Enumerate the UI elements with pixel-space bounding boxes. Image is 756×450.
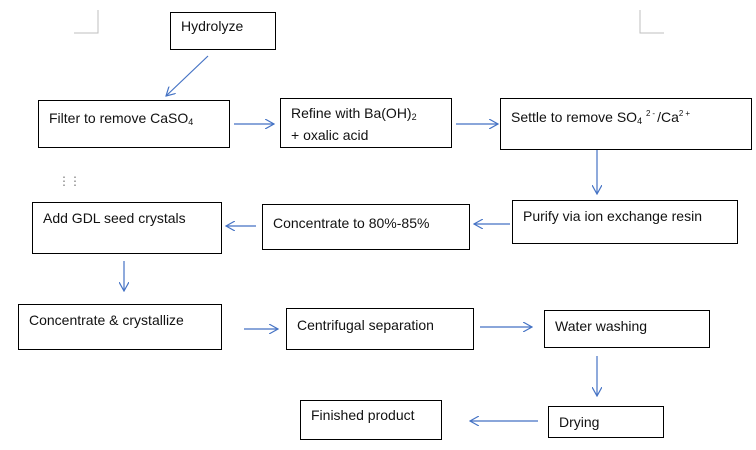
arrow-hydrolyze-to-filter xyxy=(166,55,209,96)
node-settle-label: Settle to remove SO xyxy=(511,109,638,125)
node-filter-label: Filter to remove CaSO xyxy=(49,110,189,126)
node-purify-label: Purify via ion exchange resin xyxy=(523,208,702,224)
node-hydrolyze: Hydrolyze xyxy=(170,12,276,50)
node-refine-subscript: 2 xyxy=(411,112,417,122)
node-centrifugal-separation: Centrifugal separation xyxy=(286,308,474,350)
node-water-washing-label: Water washing xyxy=(555,318,648,334)
node-filter-subscript: 4 xyxy=(188,117,194,127)
node-purify: Purify via ion exchange resin xyxy=(512,200,738,244)
node-drying: Drying xyxy=(548,406,664,438)
node-refine-line1: Refine with Ba(OH) xyxy=(291,105,412,121)
node-centrifugal-separation-label: Centrifugal separation xyxy=(297,317,434,333)
node-drying-label: Drying xyxy=(559,414,600,430)
node-filter: Filter to remove CaSO4 xyxy=(38,100,230,148)
node-concentrate-80-85: Concentrate to 80%-85% xyxy=(262,204,470,250)
node-refine: Refine with Ba(OH)2 + oxalic acid xyxy=(280,98,452,148)
node-settle-mid: /Ca xyxy=(657,109,679,125)
node-concentrate-80-85-label: Concentrate to 80%-85% xyxy=(273,215,430,231)
node-settle-subscript: 4 xyxy=(637,116,643,126)
node-add-gdl-seed: Add GDL seed crystals xyxy=(32,202,222,254)
node-finished-product-label: Finished product xyxy=(311,407,415,423)
node-settle-sup2: 2+ xyxy=(678,109,693,118)
node-settle-sup1: 2- xyxy=(645,109,658,118)
node-hydrolyze-label: Hydrolyze xyxy=(181,18,244,34)
node-settle: Settle to remove SO4 2-/Ca2+ xyxy=(500,98,752,150)
node-add-gdl-seed-label: Add GDL seed crystals xyxy=(43,210,186,226)
node-concentrate-crystallize-label: Concentrate & crystallize xyxy=(29,312,184,328)
node-water-washing: Water washing xyxy=(544,310,710,348)
node-refine-line2: + oxalic acid xyxy=(291,127,369,143)
node-finished-product: Finished product xyxy=(300,400,442,440)
node-concentrate-crystallize: Concentrate & crystallize xyxy=(18,304,222,350)
